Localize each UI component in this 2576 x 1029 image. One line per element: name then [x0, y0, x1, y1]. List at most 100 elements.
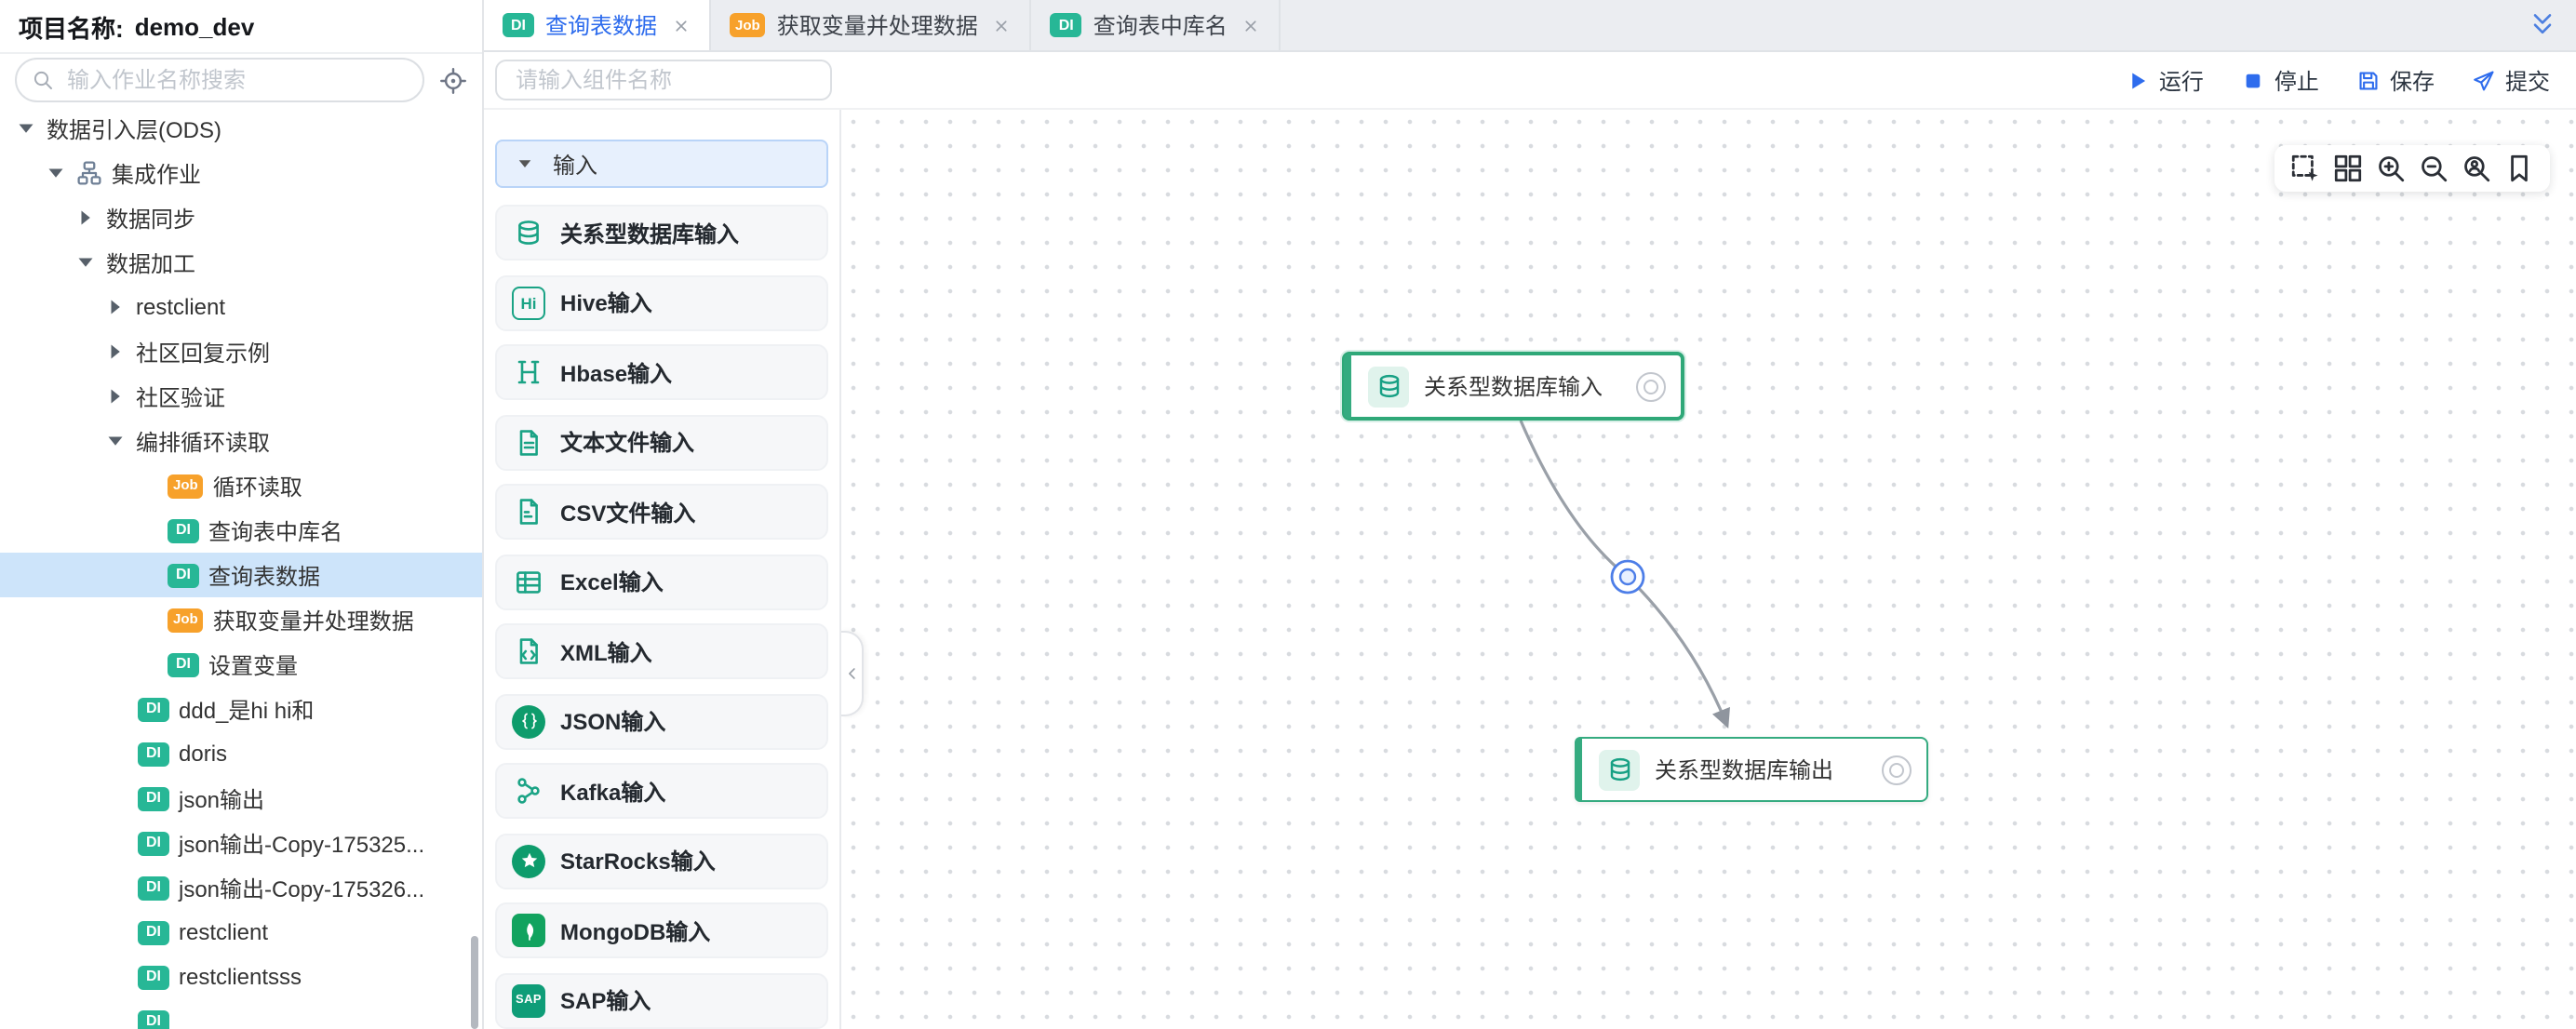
action-label: 提交 [2504, 68, 2550, 94]
tree-item[interactable]: 数据同步 [0, 195, 482, 240]
marquee-select-icon[interactable] [2289, 153, 2321, 184]
run-button[interactable]: 运行 [2126, 64, 2204, 96]
caret-right-icon[interactable] [104, 341, 127, 363]
tree-item[interactable]: restclient [0, 285, 482, 329]
save-button[interactable]: 保存 [2356, 64, 2435, 96]
edge-layer [1519, 420, 1730, 728]
send-icon [2472, 68, 2496, 92]
caret-right-icon[interactable] [74, 207, 97, 229]
tabs-overflow-button[interactable] [2528, 9, 2557, 39]
section-input-label: 输入 [553, 152, 598, 178]
di-badge-icon: DI [138, 786, 169, 810]
caret-down-icon[interactable] [45, 162, 67, 184]
component-item-label: XML输入 [560, 639, 652, 665]
stop-button[interactable]: 停止 [2241, 64, 2319, 96]
close-icon[interactable] [993, 16, 1012, 34]
caret-right-icon[interactable] [104, 296, 127, 318]
tree-item-label: 社区验证 [136, 384, 226, 410]
csv-file-icon [512, 495, 545, 528]
zoom-user-icon[interactable] [2461, 153, 2492, 184]
component-search-box[interactable] [495, 60, 832, 100]
component-item[interactable]: 关系型数据库输入 [495, 205, 828, 261]
caret-down-icon[interactable] [104, 430, 127, 452]
tree-item-label: 编排循环读取 [136, 429, 271, 455]
panel-collapse-button[interactable] [841, 631, 864, 716]
action-toolbar: 运行 停止 保存 提交 [484, 52, 2576, 110]
node-port[interactable] [1636, 371, 1666, 401]
bookmark-icon[interactable] [2503, 153, 2535, 184]
caret-down-icon[interactable] [15, 117, 37, 140]
component-item[interactable]: Excel输入 [495, 554, 828, 609]
canvas-node[interactable]: 关系型数据库输入 [1342, 352, 1684, 421]
component-item[interactable]: XML输入 [495, 623, 828, 679]
caret-down-icon[interactable] [74, 251, 97, 274]
caret-right-icon[interactable] [104, 385, 127, 408]
node-port[interactable] [1882, 755, 1912, 784]
tree-item[interactable]: 数据加工 [0, 240, 482, 285]
component-item[interactable]: StarRocks输入 [495, 833, 828, 889]
job-search-box[interactable] [15, 58, 424, 102]
job-search-input[interactable] [63, 65, 408, 95]
edge-midpoint-button[interactable] [1610, 559, 1645, 595]
component-item[interactable]: Hbase输入 [495, 344, 828, 400]
di-badge-icon: DI [138, 831, 169, 855]
component-item[interactable]: 文本文件输入 [495, 414, 828, 470]
tree-item[interactable]: 社区回复示例 [0, 329, 482, 374]
canvas-node[interactable]: 关系型数据库输出 [1575, 737, 1928, 802]
tree-item-label: restclientsss [179, 964, 302, 990]
component-item[interactable]: CSV文件输入 [495, 484, 828, 540]
locate-icon[interactable] [439, 66, 467, 94]
close-icon[interactable] [672, 16, 691, 34]
component-item[interactable]: JSON输入 [495, 693, 828, 749]
tree-item-label: restclient [179, 919, 269, 945]
tree-item[interactable]: 数据引入层(ODS) [0, 106, 482, 151]
tree-item[interactable]: DI [0, 999, 482, 1029]
component-search-input[interactable] [512, 65, 815, 95]
action-label: 运行 [2158, 68, 2204, 94]
component-item[interactable]: Kafka输入 [495, 763, 828, 819]
section-input-header[interactable]: 输入 [495, 140, 828, 188]
sidebar-scrollbar[interactable] [471, 936, 478, 1029]
component-item[interactable]: MongoDB输入 [495, 902, 828, 958]
caret-down-icon [516, 154, 534, 173]
tree-item[interactable]: 社区验证 [0, 374, 482, 419]
component-item-label: 关系型数据库输入 [560, 220, 740, 247]
action-label: 保存 [2389, 68, 2435, 94]
tree-item-label: 数据加工 [106, 250, 196, 276]
job-badge-icon: Job [730, 13, 766, 37]
grid-icon[interactable] [2332, 153, 2364, 184]
tree-item-label: 数据引入层(ODS) [47, 116, 221, 142]
tree-item[interactable]: 编排循环读取 [0, 419, 482, 463]
zoom-in-icon[interactable] [2375, 153, 2407, 184]
tree-item[interactable]: 集成作业 [0, 151, 482, 195]
close-icon[interactable] [1242, 16, 1261, 34]
job-search-row [0, 54, 482, 106]
submit-button[interactable]: 提交 [2472, 64, 2550, 96]
flow-canvas[interactable]: 关系型数据库输入关系型数据库输出 [841, 110, 2576, 1029]
zoom-out-icon[interactable] [2418, 153, 2449, 184]
